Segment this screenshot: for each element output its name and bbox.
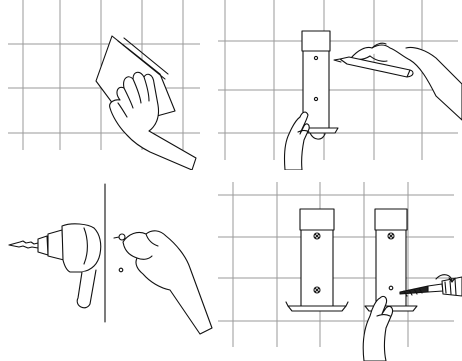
step-mark-holes-panel (214, 0, 462, 170)
drill-holes-illustration (0, 182, 214, 361)
power-drill-icon (9, 224, 101, 308)
step-drill-holes-panel (0, 182, 214, 361)
mark-holes-illustration (214, 0, 462, 170)
hand-holding-anchor-icon (114, 231, 212, 334)
hand-holding-rail-icon (284, 112, 309, 170)
screw-mount-illustration (214, 182, 462, 361)
mounted-rail-right (365, 209, 417, 311)
tile-grid (218, 0, 458, 160)
step-clean-wall-panel (0, 0, 205, 170)
drill-hole-mark (119, 268, 123, 272)
step-screw-mount-panel (214, 182, 462, 361)
tile-grid (218, 182, 454, 347)
mounted-rail-left (286, 209, 348, 311)
hand-holding-pencil-icon (351, 43, 462, 120)
clean-wall-illustration (0, 0, 205, 170)
